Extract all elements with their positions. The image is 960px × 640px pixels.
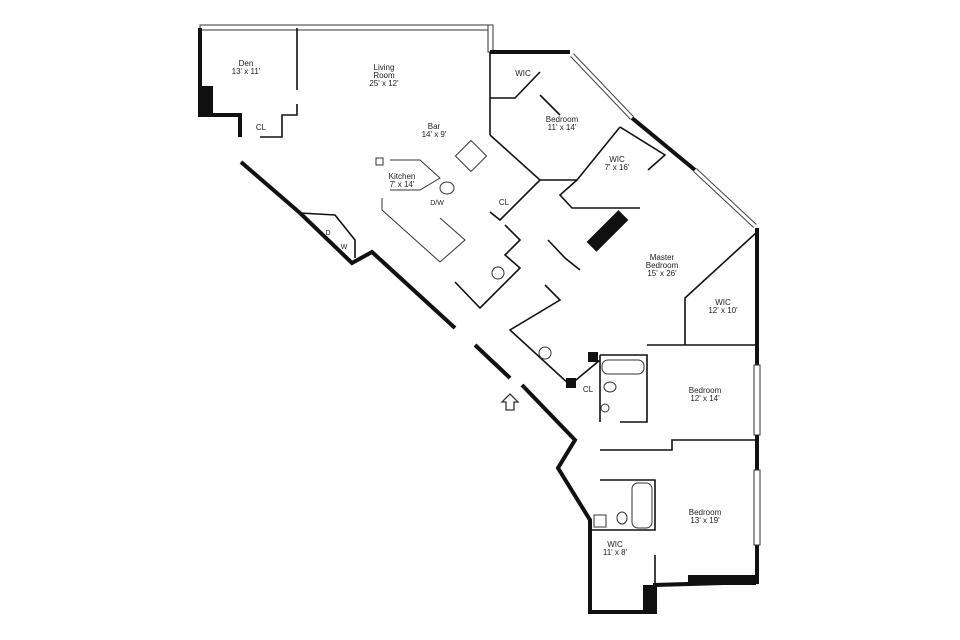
- bedroom1-label: Bedroom: [546, 115, 579, 124]
- bedroom2-walls: [600, 354, 648, 423]
- kitchen-counter: [390, 159, 441, 191]
- bedroom3-label: Bedroom: [689, 508, 722, 517]
- closet-label: CL: [583, 385, 594, 394]
- exterior-wall: [198, 28, 242, 137]
- exterior-wall-sw3: [473, 343, 512, 380]
- wic3-size: 12' x 10': [708, 306, 738, 315]
- wic4-size: 11' x 8': [603, 548, 628, 557]
- bathtub: [601, 359, 645, 375]
- closet-label: CL: [499, 198, 510, 207]
- hall-walls: [454, 224, 522, 310]
- bedroom1-walls: [489, 134, 542, 222]
- wall-solid-4: [566, 378, 576, 388]
- living-size: 25' x 12': [369, 79, 399, 88]
- master-label-2: Bedroom: [646, 261, 679, 270]
- dishwasher-label: D/W: [430, 200, 444, 207]
- exterior-wall-sw2: [298, 211, 457, 330]
- sink: [600, 403, 610, 413]
- den-label: Den: [239, 59, 254, 68]
- wic4-label: WIC: [607, 540, 623, 549]
- entry-arrow-icon[interactable]: [500, 393, 520, 411]
- master-label-1: Master: [650, 253, 675, 262]
- kitchen-label: Kitchen: [389, 172, 416, 181]
- dryer-label: D: [325, 230, 330, 237]
- bedroom2-size: 12' x 14': [690, 394, 720, 403]
- bedroom1-size: 11' x 14': [548, 123, 577, 132]
- window-east2: [753, 469, 761, 546]
- wic2-label: WIC: [609, 155, 625, 164]
- exterior-wall-ne2: [630, 116, 697, 172]
- den-size: 13' x 11': [232, 67, 261, 76]
- bath3-walls: [590, 479, 656, 531]
- exterior-wall-sw: [239, 160, 302, 215]
- window-top: [199, 24, 491, 31]
- bedroom2-label: Bedroom: [689, 386, 722, 395]
- sink-3: [439, 181, 455, 195]
- bedroom3-size: 13' x 19': [690, 516, 720, 525]
- wall-solid: [199, 86, 213, 116]
- living-label-1: Living: [374, 63, 395, 72]
- wic-label: WIC: [515, 69, 531, 78]
- kitchen-size: 7' x 14': [390, 180, 415, 189]
- laundry-alcove: [299, 212, 356, 258]
- window-top-right: [487, 24, 494, 53]
- window-ne2: [693, 168, 757, 228]
- window-east1: [753, 364, 761, 436]
- master-size: 15' x 26': [647, 269, 677, 278]
- sink-2: [593, 514, 607, 528]
- wic3-label: WIC: [715, 298, 731, 307]
- exterior-wall-s: [520, 228, 759, 614]
- fireplace: [586, 210, 629, 252]
- wic2-size: 7' x 16': [605, 163, 630, 172]
- toilet-2: [616, 511, 628, 525]
- bathtub-2: [631, 482, 653, 529]
- cl-crossed: [454, 139, 488, 173]
- wic2-walls: [619, 126, 667, 171]
- bar-size: 14' x 9': [422, 130, 447, 139]
- wall-solid-3: [643, 585, 655, 612]
- toilet: [603, 381, 617, 393]
- washer-label: W: [341, 244, 348, 251]
- toilet-4: [538, 346, 552, 360]
- bar-stool-marker: [375, 157, 384, 166]
- bar-label: Bar: [428, 122, 441, 131]
- wall-solid-2: [688, 575, 756, 585]
- closet-label: CL: [256, 123, 267, 132]
- living-label-2: Room: [373, 71, 395, 80]
- wic3-walls: [684, 231, 758, 345]
- toilet-3: [491, 266, 505, 280]
